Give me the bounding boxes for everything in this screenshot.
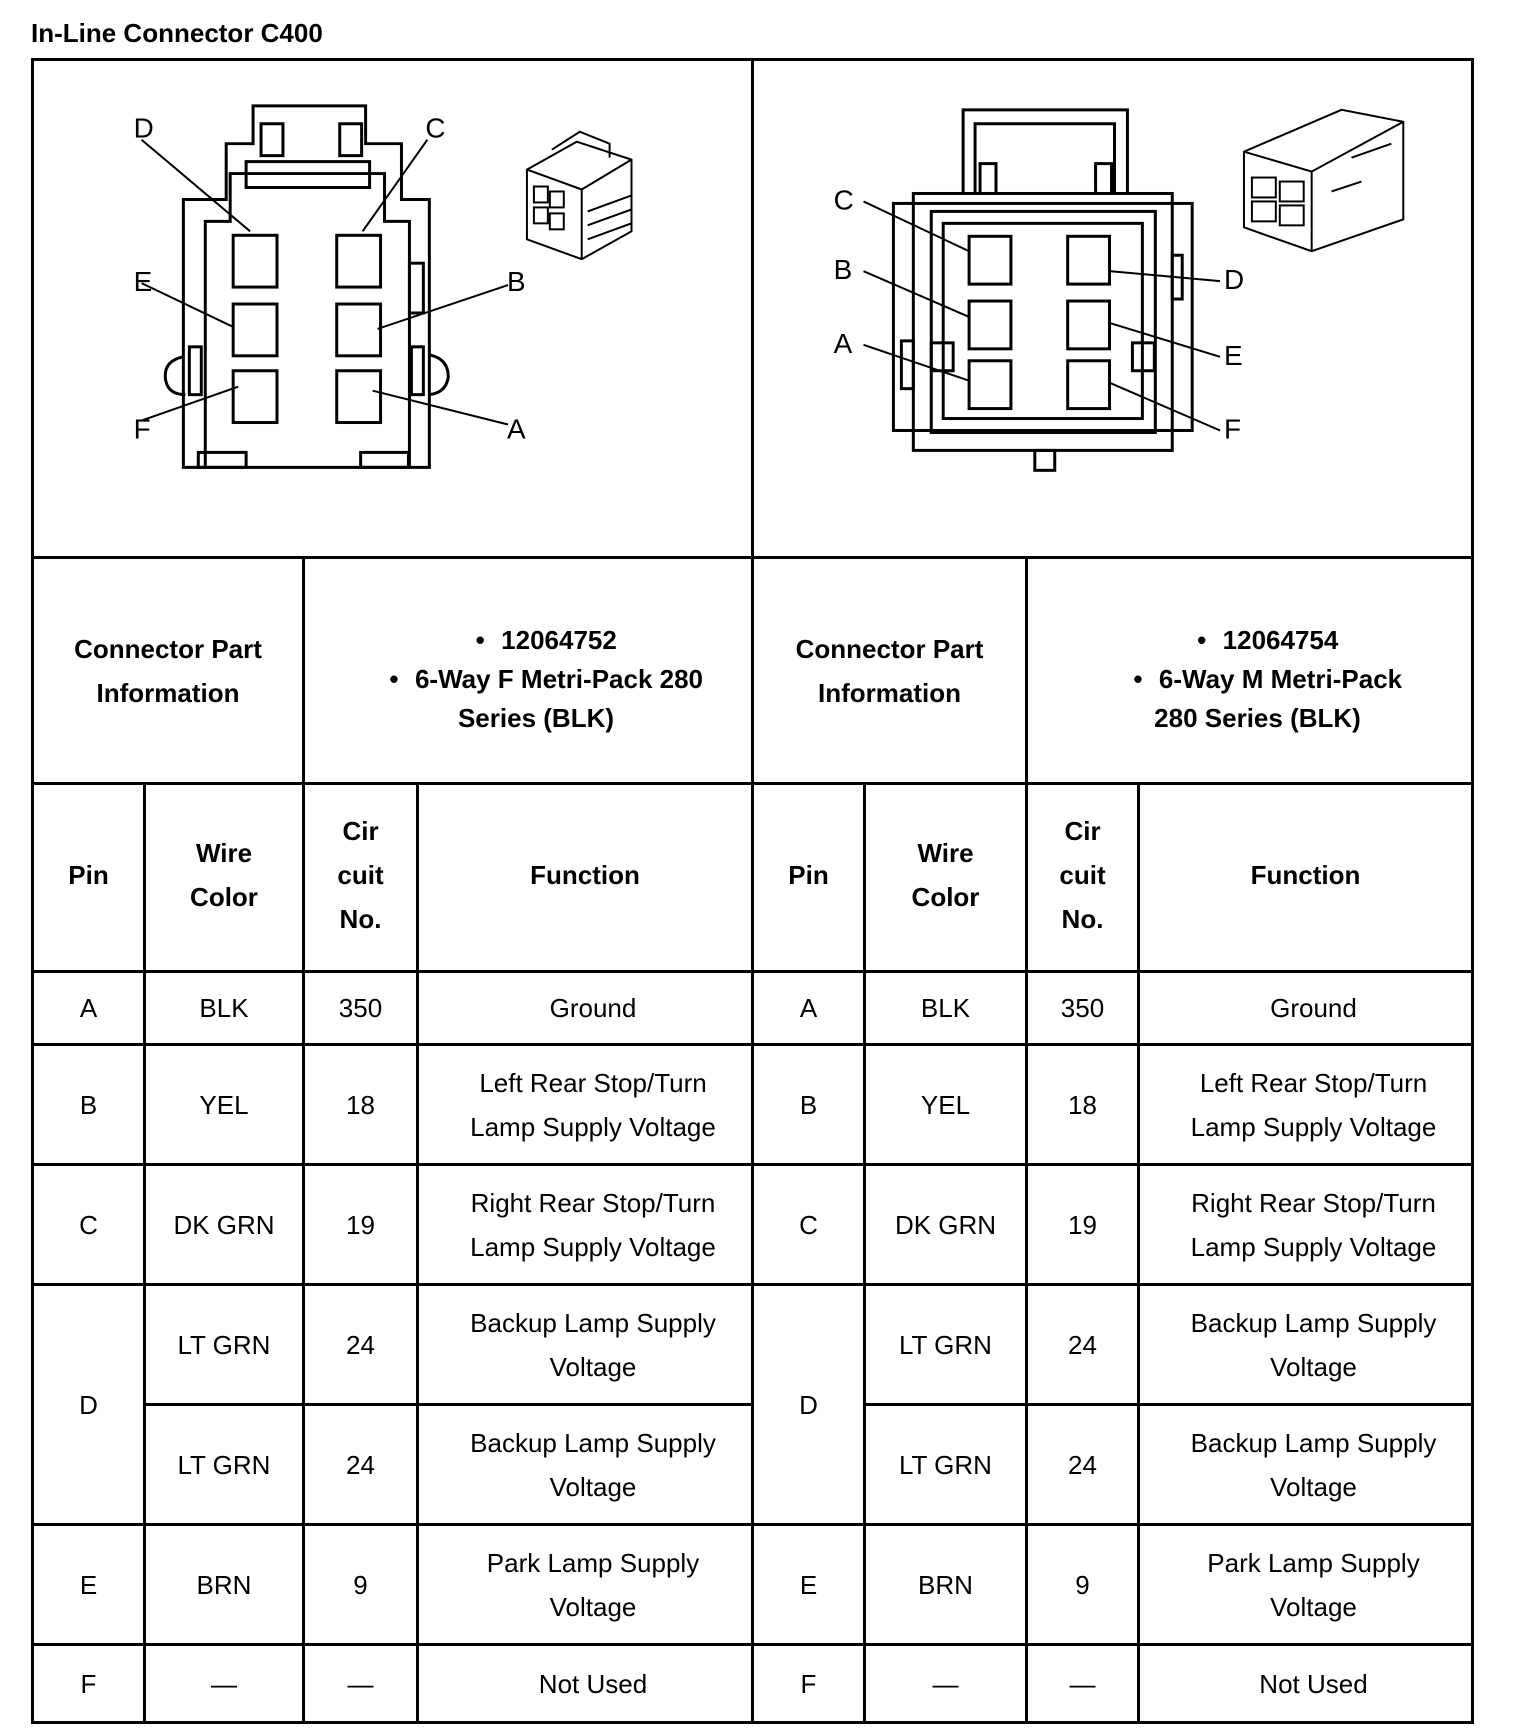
pin-label-b: B [507, 266, 526, 297]
pin-label-b: B [834, 254, 853, 285]
connector-part-info-label: Connector Part Information [751, 556, 1028, 785]
pin-cell: D [31, 1283, 146, 1526]
circuit-cell: 24 [302, 1283, 419, 1406]
part-description: 6-Way F Metri-Pack 280 [414, 664, 704, 694]
function-cell: Not Used [416, 1643, 754, 1724]
circuit-cell: — [1025, 1643, 1140, 1724]
wire-color-cell: YEL [143, 1043, 305, 1166]
circuit-cell: 19 [1025, 1163, 1140, 1286]
circuit-cell: 350 [302, 970, 419, 1046]
pin-cell: C [751, 1163, 866, 1286]
pin-cell: E [751, 1523, 866, 1646]
wire-color-cell: LT GRN [863, 1403, 1028, 1526]
table-row: F — — Not Used F — — Not Used [31, 1643, 1474, 1724]
wire-color-cell: YEL [863, 1043, 1028, 1166]
wire-color-cell: — [143, 1643, 305, 1724]
wire-color-cell: LT GRN [143, 1403, 305, 1526]
circuit-cell: 18 [302, 1043, 419, 1166]
circuit-cell: 9 [1025, 1523, 1140, 1646]
pin-label-a: A [834, 328, 853, 359]
pin-label-f: F [1224, 413, 1241, 444]
pin-label-e: E [134, 266, 153, 297]
function-cell: Ground [416, 970, 754, 1046]
wire-color-cell: — [863, 1643, 1028, 1724]
wire-color-cell: DK GRN [143, 1163, 305, 1286]
wire-color-cell: DK GRN [863, 1163, 1028, 1286]
header-function: Function [416, 782, 754, 973]
pin-label-c: C [834, 184, 854, 215]
wire-color-cell: BRN [143, 1523, 305, 1646]
circuit-cell: 24 [302, 1403, 419, 1526]
circuit-cell: 24 [1025, 1283, 1140, 1406]
pin-cell: B [31, 1043, 146, 1166]
male-connector-diagram-cell: C B A D E F [751, 58, 1474, 559]
header-pin: Pin [31, 782, 146, 973]
pin-cell: F [751, 1643, 866, 1724]
circuit-cell: 9 [302, 1523, 419, 1646]
wire-color-cell: BLK [143, 970, 305, 1046]
pin-cell: B [751, 1043, 866, 1166]
header-function: Function [1137, 782, 1474, 973]
pin-cell: E [31, 1523, 146, 1646]
circuit-cell: 18 [1025, 1043, 1140, 1166]
part-description: 6-Way M Metri-Pack [1158, 664, 1403, 694]
circuit-cell: 350 [1025, 970, 1140, 1046]
pin-label-d: D [1224, 264, 1244, 295]
connector-part-info-label: Connector Part Information [31, 556, 305, 785]
pin-cell: C [31, 1163, 146, 1286]
pin-label-f: F [134, 413, 151, 444]
pin-cell: A [751, 970, 866, 1046]
female-connector-diagram-cell: D C E B F A [31, 58, 754, 559]
pin-cell: D [751, 1283, 866, 1526]
male-connector-diagram: C B A D E F [834, 108, 1405, 472]
wire-color-cell: LT GRN [143, 1283, 305, 1406]
wire-color-cell: BLK [863, 970, 1028, 1046]
wire-color-cell: BRN [863, 1523, 1028, 1646]
header-pin: Pin [751, 782, 866, 973]
function-cell: Not Used [1137, 1643, 1474, 1724]
part-description-cont: 280 Series (BLK) [1154, 703, 1361, 733]
table-row: A BLK 350 Ground A BLK 350 Ground [31, 970, 1474, 1046]
function-cell: Ground [1137, 970, 1474, 1046]
connector-part-info: •12064752 •6-Way F Metri-Pack 280 Series… [302, 556, 754, 785]
circuit-cell: 24 [1025, 1403, 1140, 1526]
part-description-cont: Series (BLK) [457, 703, 615, 733]
circuit-cell: — [302, 1643, 419, 1724]
part-number: 12064752 [501, 625, 617, 655]
pin-label-d: D [134, 113, 154, 144]
female-connector-diagram: D C E B F A [134, 104, 633, 469]
connector-table: D C E B F A [31, 58, 1474, 1724]
page-title: In-Line Connector C400 [31, 18, 323, 48]
connector-part-info: •12064754 •6-Way M Metri-Pack 280 Series… [1025, 556, 1474, 785]
part-number: 12064754 [1222, 625, 1339, 655]
circuit-cell: 19 [302, 1163, 419, 1286]
pin-label-a: A [507, 413, 526, 444]
pin-cell: F [31, 1643, 146, 1724]
pin-cell: A [31, 970, 146, 1046]
wire-color-cell: LT GRN [863, 1283, 1028, 1406]
pin-label-c: C [425, 113, 445, 144]
pin-label-e: E [1224, 340, 1243, 371]
